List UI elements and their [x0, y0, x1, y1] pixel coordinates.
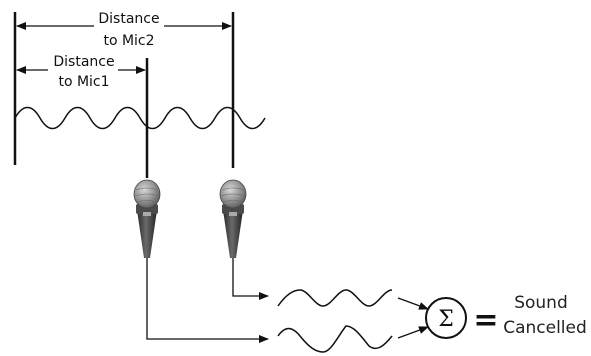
summation-circle — [425, 297, 467, 339]
mic2-output-wave — [277, 289, 393, 307]
distance-mic1-label-line2: to Mic1 — [58, 74, 109, 90]
wave-to-sum-arrow-bottom — [397, 326, 429, 339]
mic2-signal-cable — [232, 258, 269, 300]
mic2-microphone-icon — [219, 179, 247, 258]
distance-mic1-label-line1: Distance — [53, 54, 114, 70]
result-label-line2: Cancelled — [503, 318, 587, 338]
distance-mic2-label-line2: to Mic2 — [103, 33, 154, 49]
wave-to-sum-arrow-top — [397, 297, 429, 310]
result-label-line1: Sound — [514, 293, 568, 313]
distance-mic2-label-bg — [94, 11, 164, 53]
mic1-output-wave — [277, 325, 393, 353]
summation-symbol: Σ — [438, 307, 454, 332]
equals-symbol: = — [473, 303, 498, 338]
source-sound-wave — [14, 106, 266, 130]
distance-mic2-label-line1: Distance — [98, 11, 159, 27]
distance-mic1-label-bg — [48, 54, 118, 92]
mic1-microphone-icon — [133, 179, 161, 258]
mic1-signal-cable — [146, 258, 269, 343]
